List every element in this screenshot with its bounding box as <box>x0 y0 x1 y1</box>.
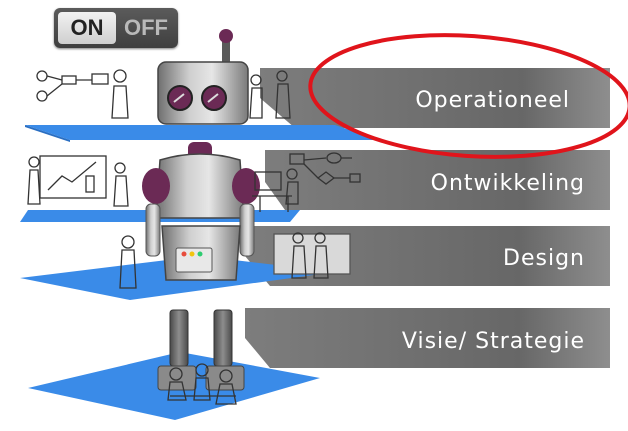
on-off-toggle[interactable]: ON OFF <box>54 8 178 48</box>
strategy-people-sketch <box>167 363 237 405</box>
platform-operationeel <box>25 125 380 142</box>
highlight-circle <box>308 33 628 159</box>
layer-label-design: Design <box>503 246 585 271</box>
banner-visie-strategie <box>245 308 610 368</box>
people-sketch-top <box>36 69 291 119</box>
toggle-on-button[interactable]: ON <box>58 12 116 44</box>
computer-desk-sketch <box>252 152 361 212</box>
banner-ontwikkeling <box>265 150 610 210</box>
robot <box>142 29 260 391</box>
layer-label-ontwikkeling: Ontwikkeling <box>431 171 585 196</box>
layer-label-visie-strategie: Visie/ Strategie <box>402 329 585 354</box>
layer-label-operationeel: Operationeel <box>415 88 570 113</box>
design-people-sketch <box>119 232 351 289</box>
banner-operationeel <box>260 68 610 128</box>
chart-board-sketch <box>27 155 129 207</box>
toggle-off-button[interactable]: OFF <box>124 15 168 40</box>
